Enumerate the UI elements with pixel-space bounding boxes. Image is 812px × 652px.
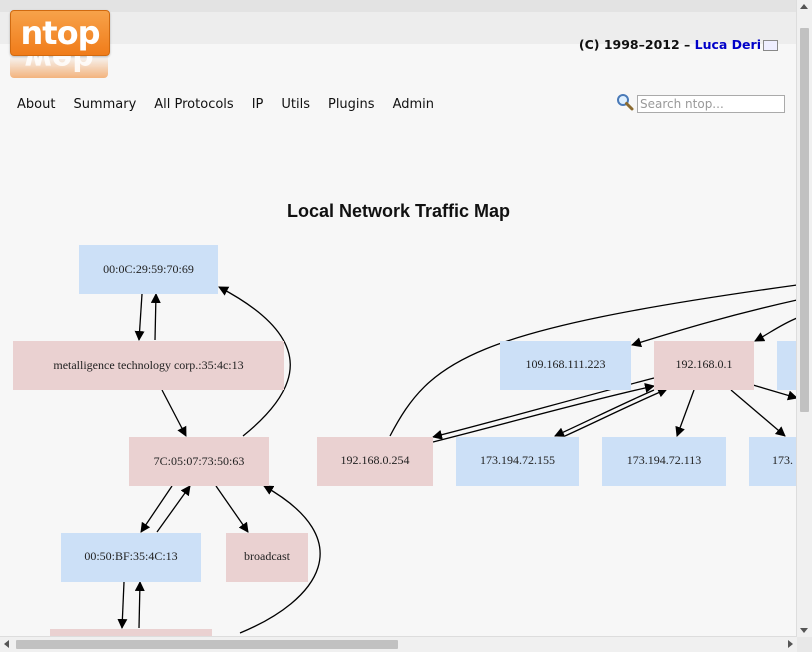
node-192-168-0-254[interactable]: 192.168.0.254: [317, 437, 433, 486]
copyright-text: (C) 1998–2012 –: [578, 37, 691, 52]
vertical-scrollbar[interactable]: [796, 0, 812, 637]
scroll-right-arrow-icon[interactable]: [788, 640, 793, 648]
edge-n6-n3: [239, 485, 321, 634]
node-label: 173.: [772, 453, 793, 467]
node-label: 192.168.0.254: [341, 453, 410, 467]
ntop-logo[interactable]: ntop: [10, 10, 110, 56]
edge-n6-n4: [134, 581, 145, 629]
edge-n2-n1: [150, 293, 161, 341]
node-label: broadcast: [244, 549, 291, 563]
node-00-50-bf-35-4c-13[interactable]: 00:50:BF:35:4C:13: [61, 533, 201, 582]
mail-icon[interactable]: [763, 40, 778, 51]
author-link[interactable]: Luca Deri: [694, 37, 761, 52]
edge-n3-n5: [215, 485, 249, 533]
menu-item-admin[interactable]: Admin: [392, 97, 434, 112]
menu-item-all-protocols[interactable]: All Protocols: [154, 97, 234, 112]
node-metalligence[interactable]: metalligence technology corp.:35:4c:13: [13, 341, 284, 390]
search-input[interactable]: [637, 95, 785, 113]
node-partial-right[interactable]: [777, 341, 797, 390]
traffic-map-graph: 00:0C:29:59:70:69 metalligence technolog…: [13, 245, 797, 637]
node-label: metalligence technology corp.:35:4c:13: [53, 358, 243, 372]
top-band: [0, 0, 797, 12]
edge-right-n7: [631, 299, 797, 348]
node-label: 192.168.0.1: [676, 357, 733, 371]
scroll-left-arrow-icon[interactable]: [4, 640, 9, 648]
edge-n8-n13: [730, 389, 786, 437]
copyright: (C) 1998–2012 – Luca Deri: [579, 37, 778, 52]
edge-n8-right: [752, 384, 797, 401]
node-partial-bottom[interactable]: [50, 629, 212, 637]
edge-n10-right: [389, 284, 797, 437]
node-label: 173.194.72.155: [480, 453, 555, 467]
edge-n8-n11: [554, 389, 655, 437]
edge-right-n8: [754, 317, 797, 342]
menu-item-plugins[interactable]: Plugins: [327, 97, 375, 112]
page-title: Local Network Traffic Map: [286, 201, 511, 221]
node-label: 7C:05:07:73:50:63: [154, 454, 245, 468]
node-label: 00:0C:29:59:70:69: [103, 262, 194, 276]
edge-n4-n6: [117, 581, 128, 629]
scroll-up-arrow-icon[interactable]: [800, 4, 808, 9]
edge-n4-n3: [156, 485, 191, 533]
menu-item-utils[interactable]: Utils: [281, 97, 310, 112]
node-label: 109.168.111.223: [525, 357, 605, 371]
horizontal-scrollbar[interactable]: [0, 636, 797, 652]
node-00-0c-29-59-70-69[interactable]: 00:0C:29:59:70:69: [79, 245, 218, 294]
node-109-168-111-223[interactable]: 109.168.111.223: [500, 341, 631, 390]
node-7c-05-07-73-50-63[interactable]: 7C:05:07:73:50:63: [129, 437, 269, 486]
edge-n3-n4: [140, 485, 173, 533]
main-menu: About Summary All Protocols IP Utils Plu…: [17, 97, 452, 112]
scrollbar-corner: [797, 637, 812, 652]
node-173-194-72-113[interactable]: 173.194.72.113: [602, 437, 726, 486]
scroll-down-arrow-icon[interactable]: [800, 628, 808, 633]
top-band-secondary: [0, 12, 797, 44]
node-173-194-72-155[interactable]: 173.194.72.155: [456, 437, 579, 486]
node-broadcast[interactable]: broadcast: [226, 533, 308, 582]
vertical-scroll-thumb[interactable]: [800, 28, 809, 412]
edge-n1-n2: [134, 293, 145, 341]
node-label: 173.194.72.113: [627, 453, 702, 467]
edge-n10-n8: [432, 383, 655, 443]
node-173-partial[interactable]: 173.: [749, 437, 797, 486]
menu-item-summary[interactable]: Summary: [73, 97, 137, 112]
search-icon[interactable]: [616, 93, 634, 111]
edge-n3-n1: [218, 286, 291, 437]
edge-n8-n12: [675, 389, 695, 437]
node-192-168-0-1[interactable]: 192.168.0.1: [654, 341, 754, 390]
edge-n2-n3: [161, 389, 187, 437]
node-label: 00:50:BF:35:4C:13: [84, 549, 177, 563]
menu-item-ip[interactable]: IP: [251, 97, 264, 112]
horizontal-scroll-thumb[interactable]: [16, 640, 398, 649]
edge-n11-n8: [564, 387, 668, 437]
menu-item-about[interactable]: About: [17, 97, 56, 112]
